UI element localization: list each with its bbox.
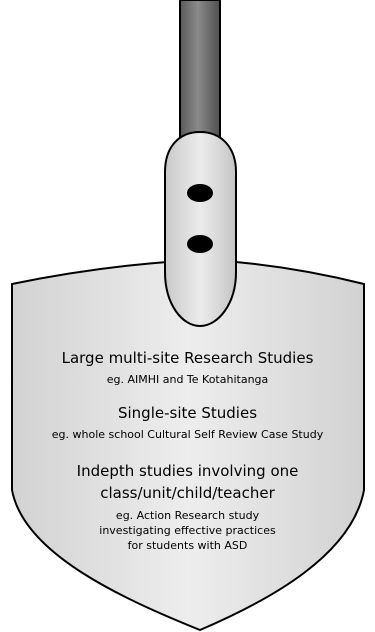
study-tier-indepth: Indepth studies involving one class/unit… bbox=[40, 461, 335, 553]
study-example: eg. AIMHI and Te Kotahitanga bbox=[106, 373, 269, 386]
study-heading-line: class/unit/child/teacher bbox=[100, 484, 275, 502]
study-tier-single: Single-site Studies eg. whole school Cul… bbox=[40, 403, 335, 442]
spade-shaft bbox=[179, 0, 221, 149]
study-example-line: eg. Action Research study bbox=[115, 509, 260, 522]
rivet-icon bbox=[187, 184, 213, 202]
study-heading: Single-site Studies bbox=[117, 404, 258, 422]
rivet-icon bbox=[187, 235, 213, 253]
study-example-line: investigating effective practices bbox=[99, 524, 276, 537]
spade-collar bbox=[164, 130, 237, 328]
study-tier-large: Large multi-site Research Studies eg. AI… bbox=[40, 348, 335, 387]
spade-blade bbox=[11, 261, 365, 632]
study-example-line: for students with ASD bbox=[127, 539, 248, 552]
study-example: eg. whole school Cultural Self Review Ca… bbox=[51, 428, 324, 441]
study-heading: Large multi-site Research Studies bbox=[61, 349, 314, 367]
study-heading-line: Indepth studies involving one bbox=[76, 462, 299, 480]
